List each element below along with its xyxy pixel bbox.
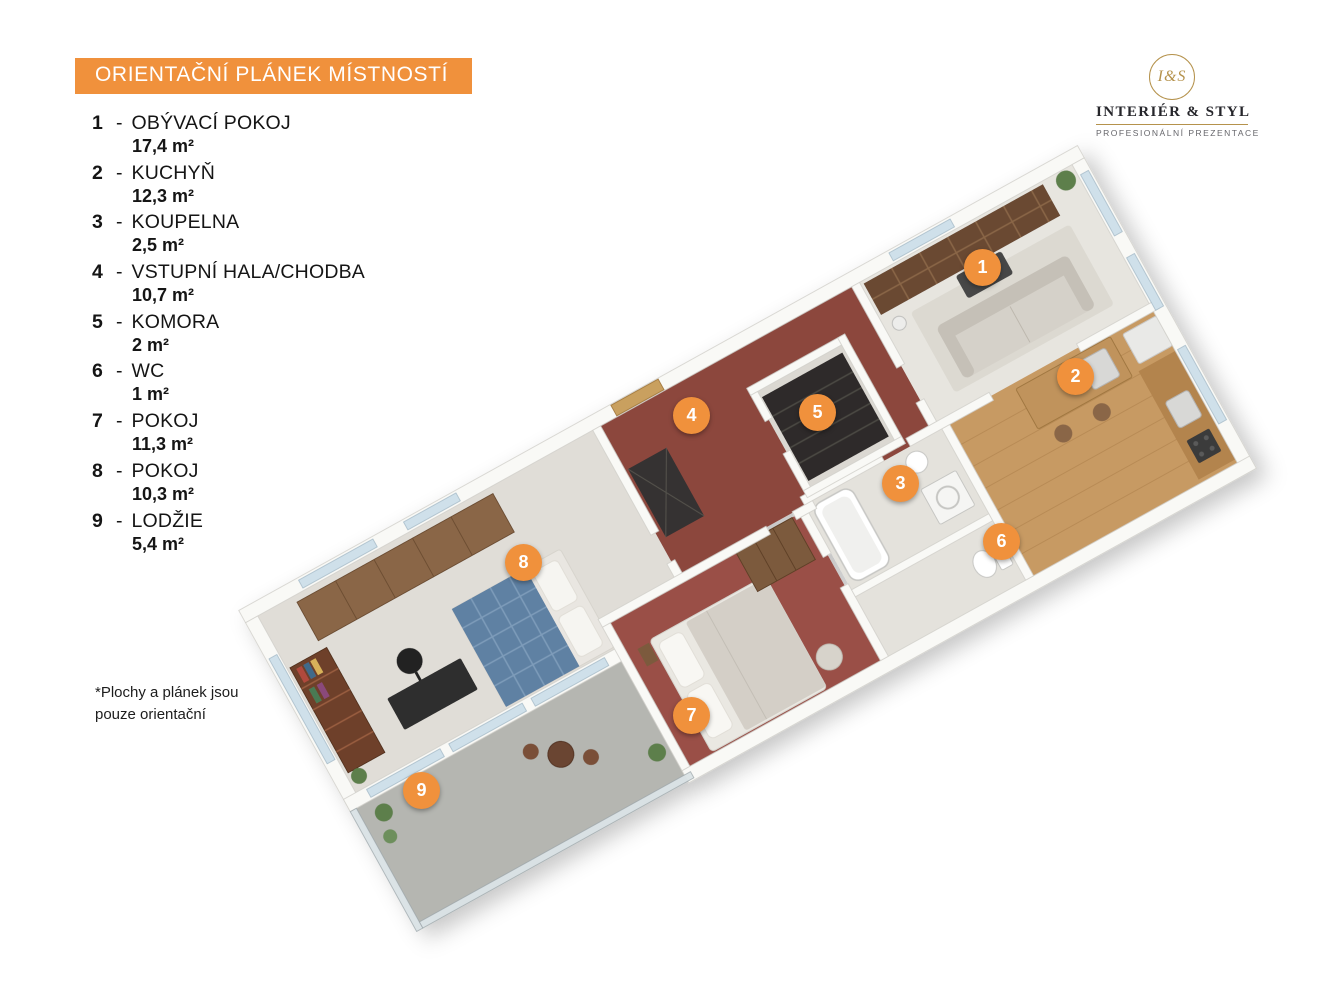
room-marker-6: 6 [983, 523, 1020, 560]
plant-icon [1055, 170, 1076, 191]
wardrobe-room8 [296, 492, 515, 642]
room-marker-7: 7 [673, 697, 710, 734]
legend-number: 3 [92, 211, 103, 234]
windows-and-doors [268, 169, 1228, 933]
legend-room-area: 5,4 m² [132, 533, 185, 554]
balcony-chair [582, 749, 599, 766]
legend-item-3: 3-KOUPELNA 2,5 m² [92, 211, 365, 256]
legend-number: 2 [92, 161, 103, 184]
bed-room8 [451, 549, 614, 707]
logo-monogram-icon: I&S [1149, 54, 1195, 100]
room-marker-5: 5 [799, 394, 836, 431]
plant-icon [351, 767, 368, 784]
room-marker-8: 8 [505, 544, 542, 581]
sofa [937, 256, 1094, 378]
balcony-table [547, 740, 575, 768]
legend-room-area: 11,3 m² [132, 434, 194, 455]
legend-room-name: OBÝVACÍ POKOJ [131, 112, 291, 134]
washing-machine [920, 470, 975, 525]
legend-number: 4 [92, 261, 103, 284]
office-chair [396, 647, 423, 674]
loggia-floor [354, 655, 691, 922]
legend-room-name: VSTUPNÍ HALA/CHODBA [131, 261, 366, 284]
plant-icon [648, 743, 667, 762]
disclaimer-note: *Plochy a plánek jsou pouze orientační [95, 684, 239, 723]
coat-rack [627, 447, 705, 538]
legend-number: 1 [92, 112, 103, 134]
legend-item-8: 8-POKOJ 10,3 m² [92, 460, 365, 505]
living-room-furniture [863, 170, 1113, 392]
legend-room-name: KOMORA [131, 310, 220, 333]
shelving-dividers [871, 190, 1052, 300]
legend-room-name: POKOJ [131, 459, 199, 482]
room-8-furniture [289, 492, 614, 784]
legend-number: 8 [92, 459, 103, 482]
legend-number: 5 [92, 310, 103, 333]
legend-room-area: 2 m² [132, 334, 170, 355]
legend-room-area: 1 m² [132, 384, 170, 405]
bookshelf [289, 646, 386, 774]
legend-room-name: KUCHYŇ [131, 161, 216, 184]
cooktop [1187, 428, 1221, 463]
room-marker-9: 9 [403, 772, 440, 809]
stool [1054, 424, 1073, 443]
legend-number: 6 [92, 360, 103, 383]
page-title: ORIENTAČNÍ PLÁNEK MÍSTNOSTÍ [75, 58, 473, 94]
room-marker-4: 4 [673, 397, 710, 434]
legend-item-5: 5-KOMORA 2 m² [92, 311, 365, 356]
room-marker-1: 1 [964, 249, 1001, 286]
legend-room-name: LODŽIE [131, 509, 204, 532]
balcony-chair [522, 743, 539, 760]
room-legend: 1-OBÝVACÍ POKOJ 17,4 m² 2-KUCHYŇ 12,3 m²… [92, 112, 365, 559]
room-marker-2: 2 [1057, 358, 1094, 395]
legend-room-name: POKOJ [131, 410, 199, 433]
counter-sink [1165, 390, 1202, 429]
nightstand [637, 642, 659, 667]
logo-tagline: PROFESIONÁLNÍ PREZENTACE [1096, 128, 1260, 138]
armchair [815, 643, 843, 671]
legend-room-area: 12,3 m² [132, 185, 195, 206]
legend-item-9: 9-LODŽIE 5,4 m² [92, 510, 365, 555]
legend-number: 7 [92, 410, 103, 433]
plant-icon [374, 803, 393, 822]
legend-room-area: 10,7 m² [132, 285, 195, 306]
entrance-door [610, 378, 665, 417]
legend-room-name: KOUPELNA [131, 211, 240, 234]
stool [1092, 403, 1111, 422]
legend-room-area: 2,5 m² [132, 235, 185, 256]
legend-room-area: 10,3 m² [132, 483, 195, 504]
plant-icon [383, 829, 398, 844]
legend-number: 9 [92, 509, 103, 532]
floor-lamp [891, 315, 907, 331]
legend-item-1: 1-OBÝVACÍ POKOJ 17,4 m² [92, 112, 365, 157]
legend-item-6: 6-WC 1 m² [92, 360, 365, 405]
legend-room-area: 17,4 m² [132, 136, 195, 156]
wardrobe-room7 [733, 516, 817, 593]
loggia-furniture [374, 740, 667, 844]
legend-item-4: 4-VSTUPNÍ HALA/CHODBA 10,7 m² [92, 261, 366, 306]
loggia-railing [349, 807, 424, 933]
logo-company-name: INTERIÉR & STYL [1096, 104, 1249, 125]
legend-item-2: 2-KUCHYŇ 12,3 m² [92, 162, 365, 207]
legend-item-7: 7-POKOJ 11,3 m² [92, 410, 365, 455]
desk [387, 658, 478, 730]
room-marker-3: 3 [882, 465, 919, 502]
legend-room-name: WC [131, 360, 165, 383]
company-logo: I&S INTERIÉR & STYL PROFESIONÁLNÍ PREZEN… [1096, 54, 1260, 138]
